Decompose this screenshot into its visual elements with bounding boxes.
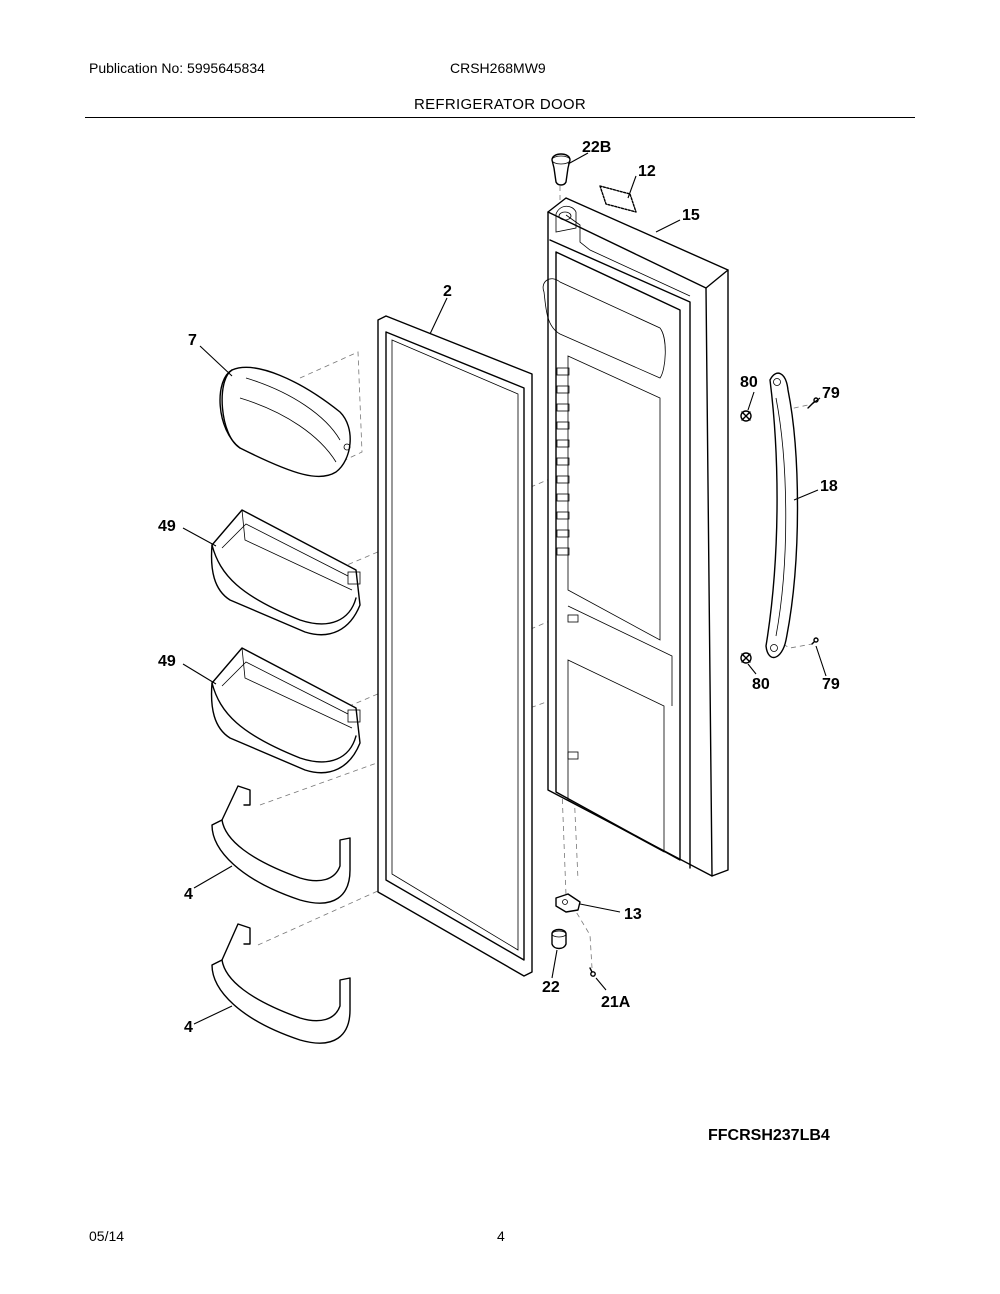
callout-18: 18	[820, 478, 838, 495]
part-49-door-bin-lower	[210, 647, 361, 774]
header-rule	[85, 117, 915, 118]
callout-21a: 21A	[601, 994, 631, 1011]
callout-80-upper: 80	[740, 374, 758, 391]
callout-leader-lines	[182, 152, 827, 1025]
part-18-door-handle	[765, 372, 799, 658]
footer-date: 05/14	[89, 1228, 125, 1244]
part-7-dairy-compartment	[219, 366, 351, 478]
callout-15: 15	[682, 207, 700, 224]
part-15-door-assembly	[542, 197, 729, 877]
part-80-handle-mount-lower	[740, 652, 752, 664]
publication-number: Publication No: 5995645834	[89, 60, 265, 76]
section-title: REFRIGERATOR DOOR	[413, 96, 587, 113]
callout-labels: 22B 12 15 2 7 80 79 18 49 49 80 79 4 4 1…	[158, 139, 840, 1036]
part-22b-hinge-bushing	[551, 153, 571, 186]
page-number: 4	[497, 1228, 505, 1244]
part-4-door-shelf-upper	[211, 785, 351, 904]
callout-13: 13	[624, 906, 642, 923]
diagram-code: FFCRSH237LB4	[708, 1127, 830, 1144]
part-12-label	[599, 185, 637, 213]
callout-49-upper: 49	[158, 518, 176, 535]
model-number: CRSH268MW9	[450, 60, 546, 76]
callout-22: 22	[542, 979, 560, 996]
part-22-hinge-bushing	[551, 928, 567, 950]
callout-49-lower: 49	[158, 653, 176, 670]
callout-79-upper: 79	[822, 385, 840, 402]
callout-4-upper: 4	[184, 886, 193, 903]
part-13-hinge-plate	[555, 893, 581, 913]
callout-79-lower: 79	[822, 676, 840, 693]
callout-7: 7	[188, 332, 197, 349]
callout-80-lower: 80	[752, 676, 770, 693]
callout-4-lower: 4	[184, 1019, 193, 1036]
part-80-handle-mount-upper	[740, 410, 752, 422]
part-2-door-gasket	[377, 315, 533, 977]
part-4-door-shelf-lower	[211, 923, 351, 1044]
part-49-door-bin-upper	[210, 509, 361, 636]
callout-22b: 22B	[582, 139, 611, 156]
callout-12: 12	[638, 163, 656, 180]
part-21a-screw	[589, 967, 596, 977]
part-79-set-screw-lower	[811, 637, 819, 645]
callout-2: 2	[443, 283, 452, 300]
